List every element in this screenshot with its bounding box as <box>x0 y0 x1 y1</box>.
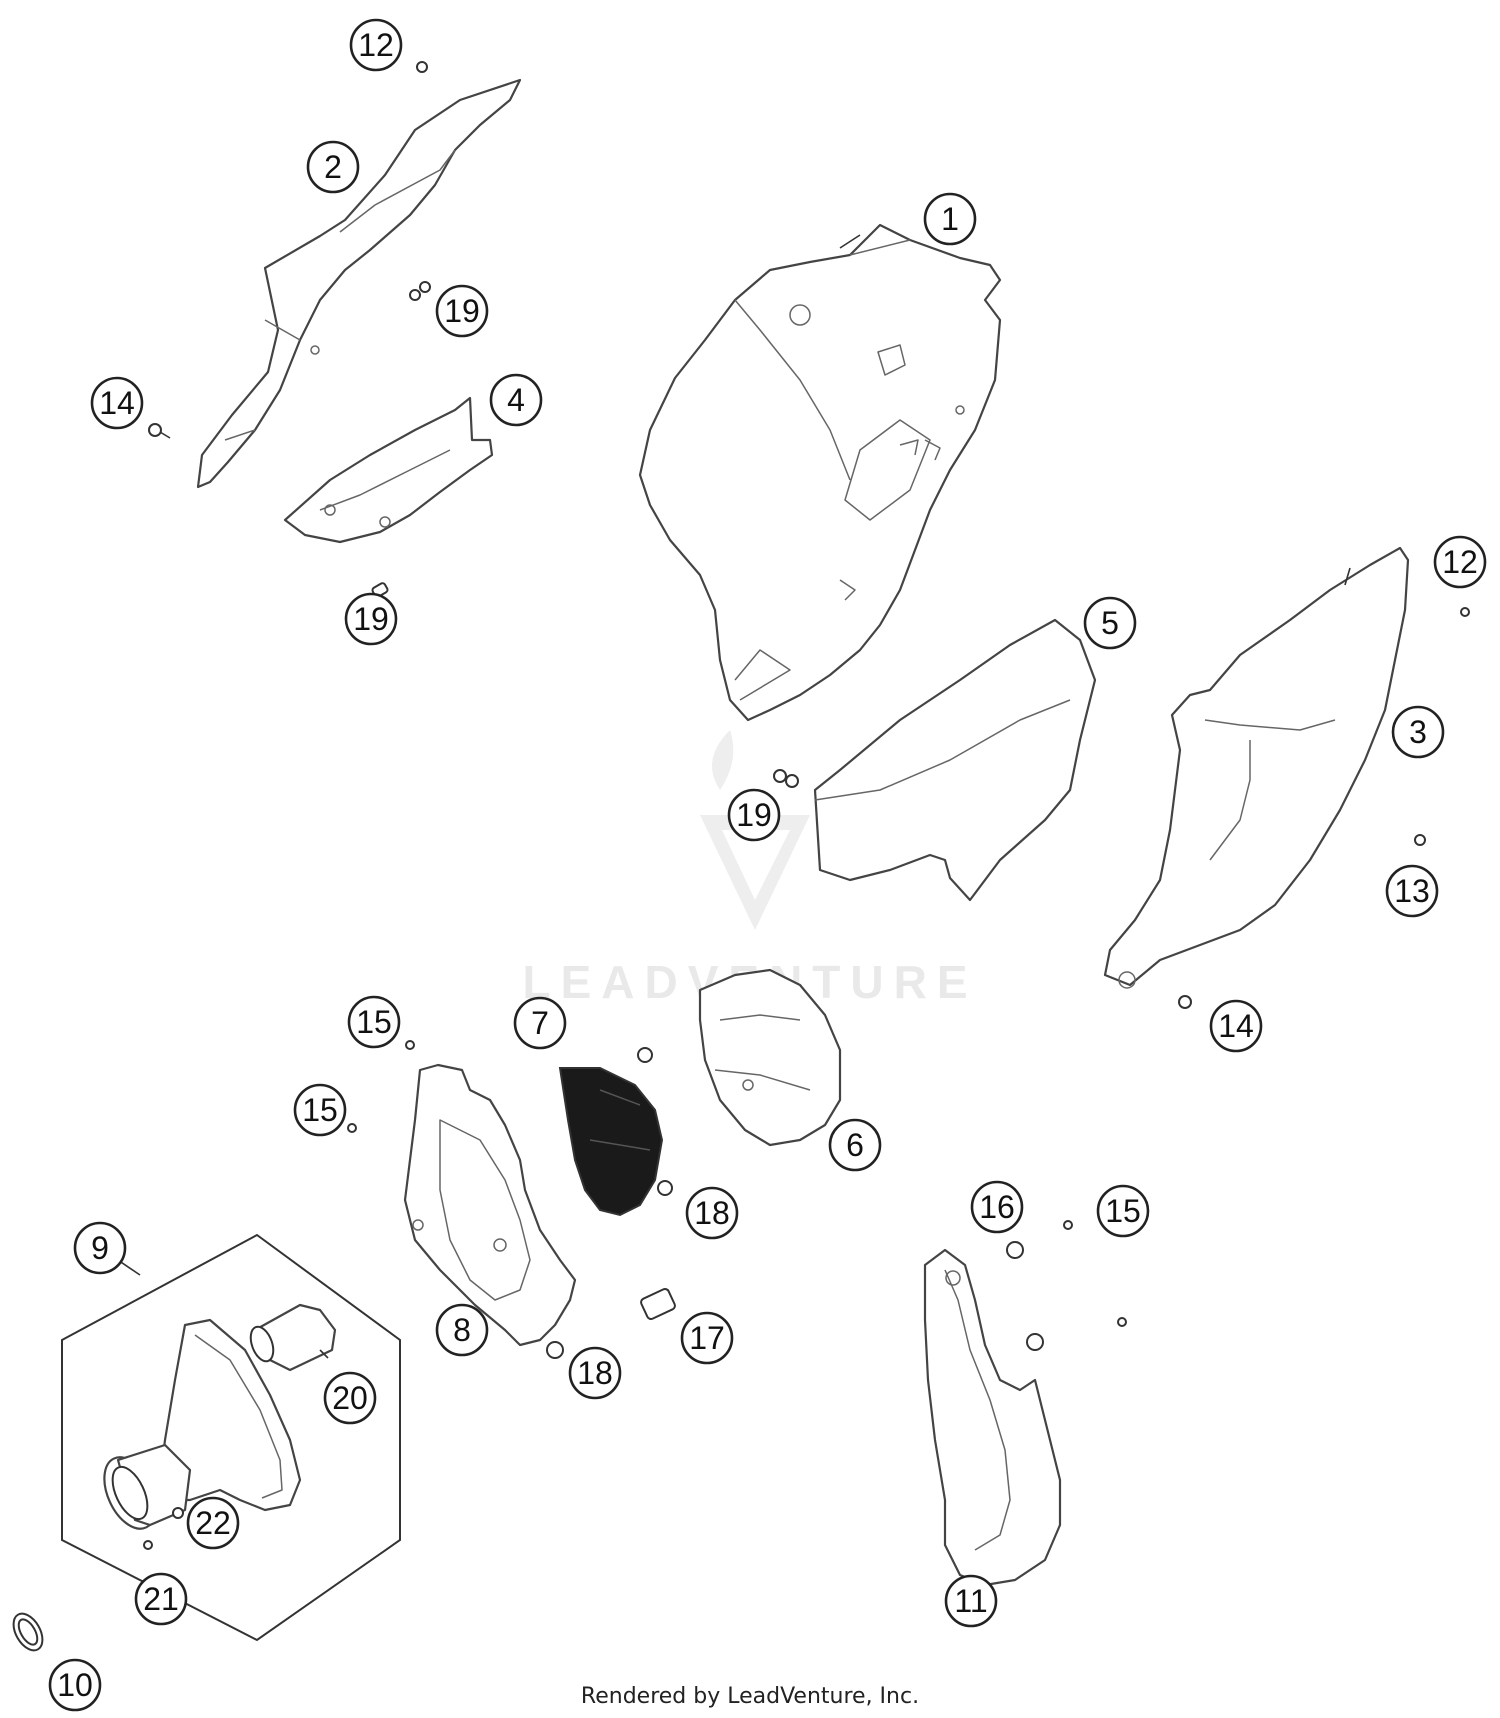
callout-label: 7 <box>531 1005 549 1041</box>
callout-label: 18 <box>577 1355 613 1391</box>
callout-1: 1 <box>923 192 977 246</box>
callout-label: 10 <box>57 1667 93 1703</box>
callout-13: 13 <box>1385 864 1439 918</box>
callout-22: 22 <box>186 1496 240 1550</box>
callout-label: 14 <box>1218 1008 1254 1044</box>
callout-label: 20 <box>332 1380 368 1416</box>
callout-label: 15 <box>356 1004 392 1040</box>
part-6-filter-cover <box>698 968 842 1147</box>
callout-12-right: 12 <box>1433 535 1487 589</box>
part-9-air-box <box>103 1318 302 1530</box>
callout-label: 15 <box>1105 1193 1141 1229</box>
callout-3: 3 <box>1391 705 1445 759</box>
part-7-air-filter <box>558 1067 664 1217</box>
part-20-intake-boot <box>249 1303 337 1372</box>
callout-19-lower-left: 19 <box>344 592 398 646</box>
callout-11: 11 <box>944 1574 998 1628</box>
callout-7: 7 <box>513 996 567 1050</box>
callout-19-upper: 19 <box>435 284 489 338</box>
callout-18-upper: 18 <box>685 1186 739 1240</box>
part-3-side-panel <box>1103 546 1410 989</box>
callout-8: 8 <box>435 1303 489 1357</box>
callout-9: 9 <box>73 1221 127 1275</box>
callout-4: 4 <box>489 373 543 427</box>
callout-label: 12 <box>1442 544 1478 580</box>
part-4-panel <box>283 396 494 544</box>
part-1-main-shroud <box>638 223 1002 722</box>
callout-6: 6 <box>828 1118 882 1172</box>
callout-label: 13 <box>1394 873 1430 909</box>
part-5-panel <box>813 618 1097 902</box>
callout-18-lower: 18 <box>568 1346 622 1400</box>
footer-credit: Rendered by LeadVenture, Inc. <box>580 1684 920 1709</box>
callout-label: 1 <box>941 201 959 237</box>
callout-label: 11 <box>954 1583 987 1619</box>
callout-17: 17 <box>680 1311 734 1365</box>
callout-10: 10 <box>48 1658 102 1712</box>
part-10-clamp <box>12 1612 44 1652</box>
callout-label: 19 <box>736 797 772 833</box>
callout-5: 5 <box>1083 596 1137 650</box>
callout-15-top: 15 <box>347 995 401 1049</box>
callout-16: 16 <box>970 1180 1024 1234</box>
callout-label: 6 <box>846 1127 864 1163</box>
callout-label: 14 <box>99 385 135 421</box>
callout-label: 17 <box>689 1320 725 1356</box>
callout-label: 12 <box>358 27 394 63</box>
leader-lines <box>839 234 1351 586</box>
callout-label: 2 <box>324 149 342 185</box>
part-8-air-box-frame <box>403 1063 577 1347</box>
callout-14-right: 14 <box>1209 999 1263 1053</box>
callout-20: 20 <box>323 1371 377 1425</box>
part-11-side-cover <box>923 1248 1062 1587</box>
callout-label: 22 <box>195 1505 231 1541</box>
callout-label: 16 <box>979 1189 1015 1225</box>
callout-label: 18 <box>694 1195 730 1231</box>
callout-19-center: 19 <box>727 788 781 842</box>
callout-label: 8 <box>453 1312 471 1348</box>
callout-label: 19 <box>353 601 389 637</box>
callout-label: 19 <box>444 293 480 329</box>
callout-12-top: 12 <box>349 18 403 72</box>
callout-21: 21 <box>134 1572 188 1626</box>
callout-label: 5 <box>1101 605 1119 641</box>
callout-2: 2 <box>306 140 360 194</box>
callout-15-right: 15 <box>1096 1184 1150 1238</box>
callout-label: 15 <box>302 1092 338 1128</box>
callout-label: 21 <box>143 1581 179 1617</box>
callout-14-left: 14 <box>90 376 144 430</box>
hardware-items <box>143 61 1470 1550</box>
callout-label: 4 <box>507 382 525 418</box>
part-2-side-panel <box>196 78 522 489</box>
callout-15-left: 15 <box>293 1083 347 1137</box>
callout-label: 3 <box>1409 714 1427 750</box>
callout-label: 9 <box>91 1230 109 1266</box>
